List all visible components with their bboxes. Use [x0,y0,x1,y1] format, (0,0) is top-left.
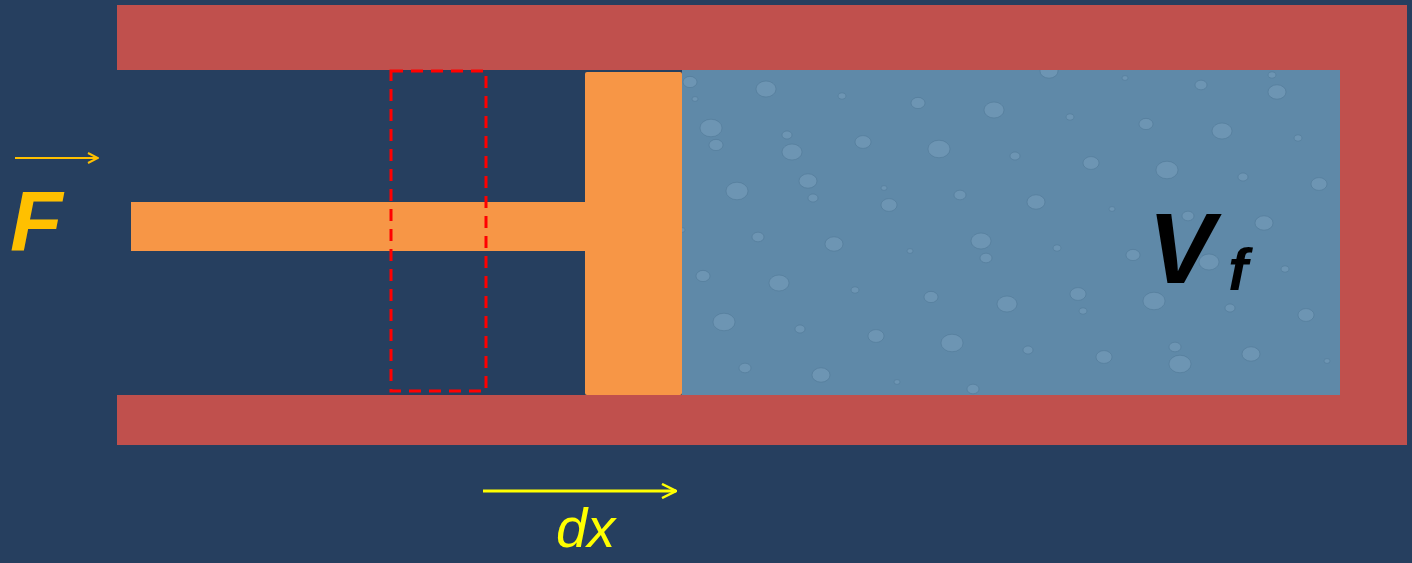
volume-symbol: V [1148,198,1215,298]
piston-rod [131,202,591,251]
cylinder-bottom-wall [117,395,1407,445]
volume-subscript: f [1228,240,1248,300]
force-label: F [10,178,63,264]
cylinder-top-wall [117,5,1407,70]
displaced-volume-outline [391,71,486,391]
displacement-arrow [483,490,676,493]
piston-head [585,72,682,395]
fluid-region: Vf [682,70,1340,395]
force-arrow [15,157,98,159]
cylinder-end-wall [1340,5,1407,445]
displacement-label: dx [556,500,615,556]
droplet-texture [682,70,1340,395]
